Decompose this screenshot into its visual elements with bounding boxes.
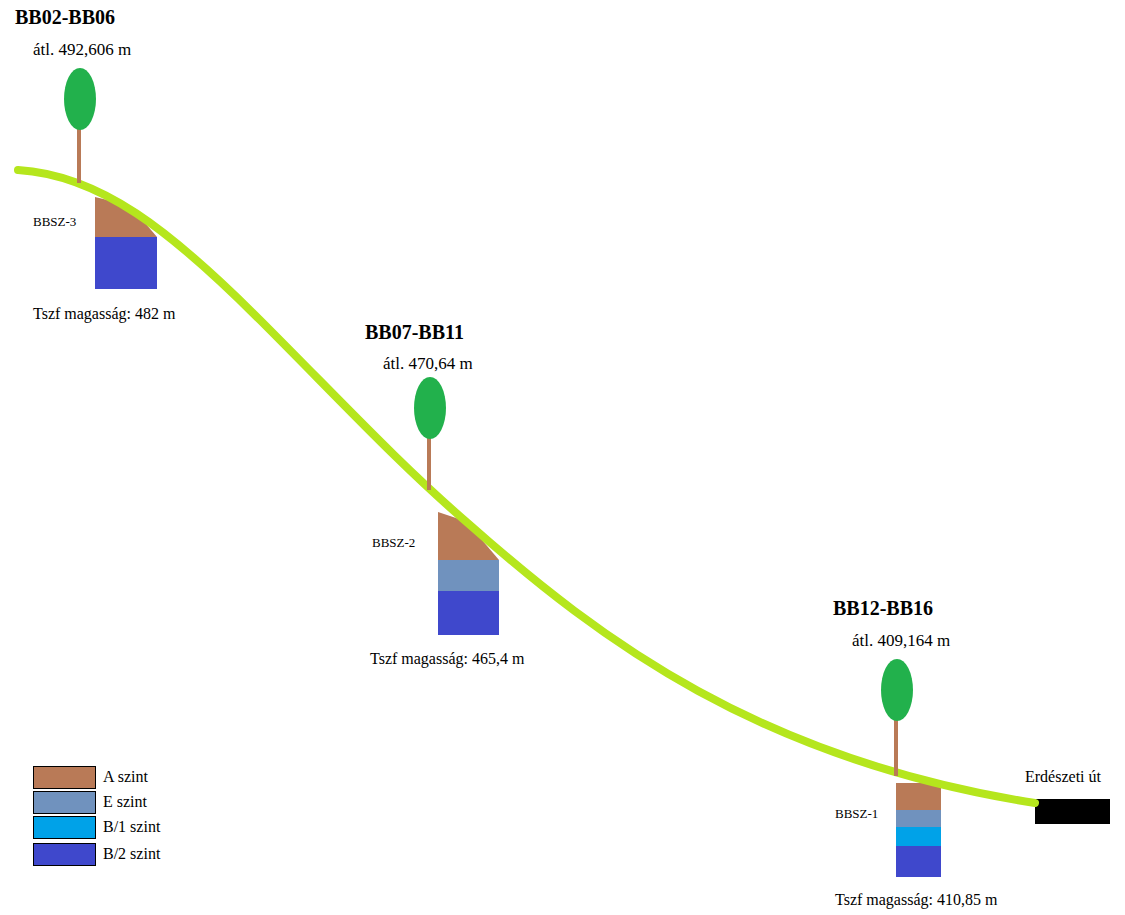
legend-text: E szint xyxy=(103,793,147,811)
legend-swatch xyxy=(33,843,96,866)
site-heading: BB02-BB06 xyxy=(15,6,115,29)
road-label: Erdészeti út xyxy=(1025,768,1101,786)
tree-trunk xyxy=(427,432,431,490)
surface-height: Tszf magasság: 410,85 m xyxy=(835,891,997,909)
road-block xyxy=(1035,799,1110,824)
legend-text: A szint xyxy=(103,768,148,786)
tree-crown xyxy=(64,68,96,130)
surface-height: Tszf magasság: 465,4 m xyxy=(370,650,524,668)
e-layer xyxy=(896,810,941,827)
surface-height: Tszf magasság: 482 m xyxy=(33,305,175,323)
soil-profile: BBSZ-2 xyxy=(438,512,499,635)
b1-layer xyxy=(896,827,941,846)
b2-layer xyxy=(438,591,499,635)
legend-swatch xyxy=(33,791,96,814)
profile-label: BBSZ-3 xyxy=(33,215,76,230)
tree-trunk xyxy=(77,125,81,183)
soil-profile: BBSZ-1 xyxy=(896,783,941,877)
profile-label: BBSZ-2 xyxy=(372,536,415,551)
tree-crown xyxy=(881,659,913,721)
slope-line xyxy=(18,170,1035,803)
legend-text: B/2 szint xyxy=(103,845,160,863)
legend-text: B/1 szint xyxy=(103,818,160,836)
a-layer xyxy=(896,783,941,810)
site-heading: BB12-BB16 xyxy=(833,597,933,620)
road-block: Erdészeti út xyxy=(1035,799,1110,824)
e-layer xyxy=(438,560,499,591)
average-height: átl. 492,606 m xyxy=(33,40,131,60)
b2-layer xyxy=(896,846,941,877)
average-height: átl. 470,64 m xyxy=(383,354,473,374)
legend-swatch xyxy=(33,766,96,789)
profile-label: BBSZ-1 xyxy=(835,807,878,822)
tree-crown xyxy=(414,377,446,439)
legend-swatch xyxy=(33,816,96,839)
average-height: átl. 409,164 m xyxy=(852,631,950,651)
tree-trunk xyxy=(894,715,898,776)
site-heading: BB07-BB11 xyxy=(365,321,464,344)
soil-profile: BBSZ-3 xyxy=(95,197,157,289)
b2-layer xyxy=(95,237,157,289)
